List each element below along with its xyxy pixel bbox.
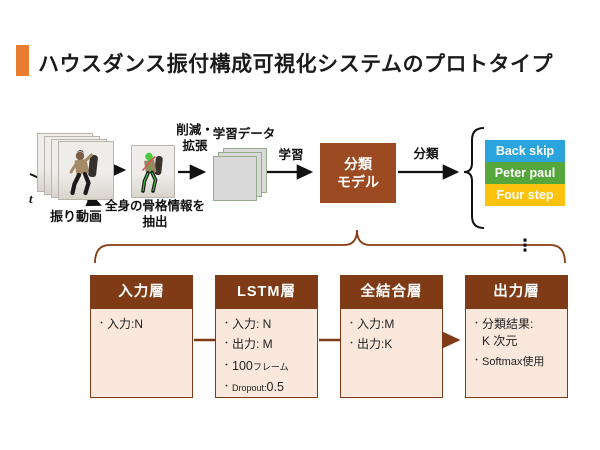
lstm-layer-title: LSTM層: [216, 276, 317, 309]
layer-item: 100フレーム: [222, 357, 312, 375]
skeleton-photo: [131, 145, 175, 198]
input-layer-title: 入力層: [91, 276, 192, 309]
result-four-step: Four step: [485, 184, 565, 206]
model-to-layers-brace: [94, 229, 566, 264]
result-peter-paul: Peter paul: [485, 162, 565, 184]
reduce-expand-label: 削減・ 拡張: [176, 123, 214, 153]
lstm-layer-box: LSTM層 入力: N 出力: M 100フレーム Dropout:0.5: [215, 275, 318, 398]
dense-layer-box: 全結合層 入力:M 出力:K: [340, 275, 443, 398]
layer-item: 出力:K: [347, 336, 437, 353]
dancer-photo: [69, 150, 98, 196]
classify-label: 分類: [413, 147, 439, 161]
result-list: Back skip Peter paul Four step: [485, 140, 565, 206]
data-sheet-front: [213, 156, 257, 201]
video-stack-caption: 振り動画: [49, 209, 102, 224]
result-back-skip: Back skip: [485, 140, 565, 162]
learn-label: 学習: [278, 148, 304, 162]
training-data-label: 学習データ: [212, 127, 276, 141]
layer-item: 出力: M: [222, 336, 312, 353]
time-axis-label: t: [29, 191, 33, 206]
layer-item: Dropout:0.5: [222, 378, 312, 396]
layer-item: Softmax使用: [472, 354, 562, 371]
results-brace: [463, 127, 485, 229]
skeleton-overlay: [141, 152, 163, 193]
skeleton-caption: 全身の骨格情報を 抽出: [104, 199, 205, 229]
layer-item: 分類結果: K 次元: [472, 316, 562, 351]
layer-item: 入力:M: [347, 316, 437, 333]
video-frame-front: [58, 141, 114, 200]
input-layer-box: 入力層 入力:N: [90, 275, 193, 398]
more-results-ellipsis: ⋮: [516, 236, 534, 255]
page-title: ハウスダンス振付構成可視化システムのプロトタイプ: [38, 53, 553, 76]
classification-model-box: 分類 モデル: [320, 143, 396, 203]
output-layer-title: 出力層: [466, 276, 567, 309]
dense-layer-title: 全結合層: [341, 276, 442, 309]
title-accent-bar: [16, 45, 29, 76]
layer-item: 入力: N: [222, 316, 312, 333]
output-layer-box: 出力層 分類結果: K 次元 Softmax使用: [465, 275, 568, 398]
layer-item: 入力:N: [97, 316, 187, 333]
